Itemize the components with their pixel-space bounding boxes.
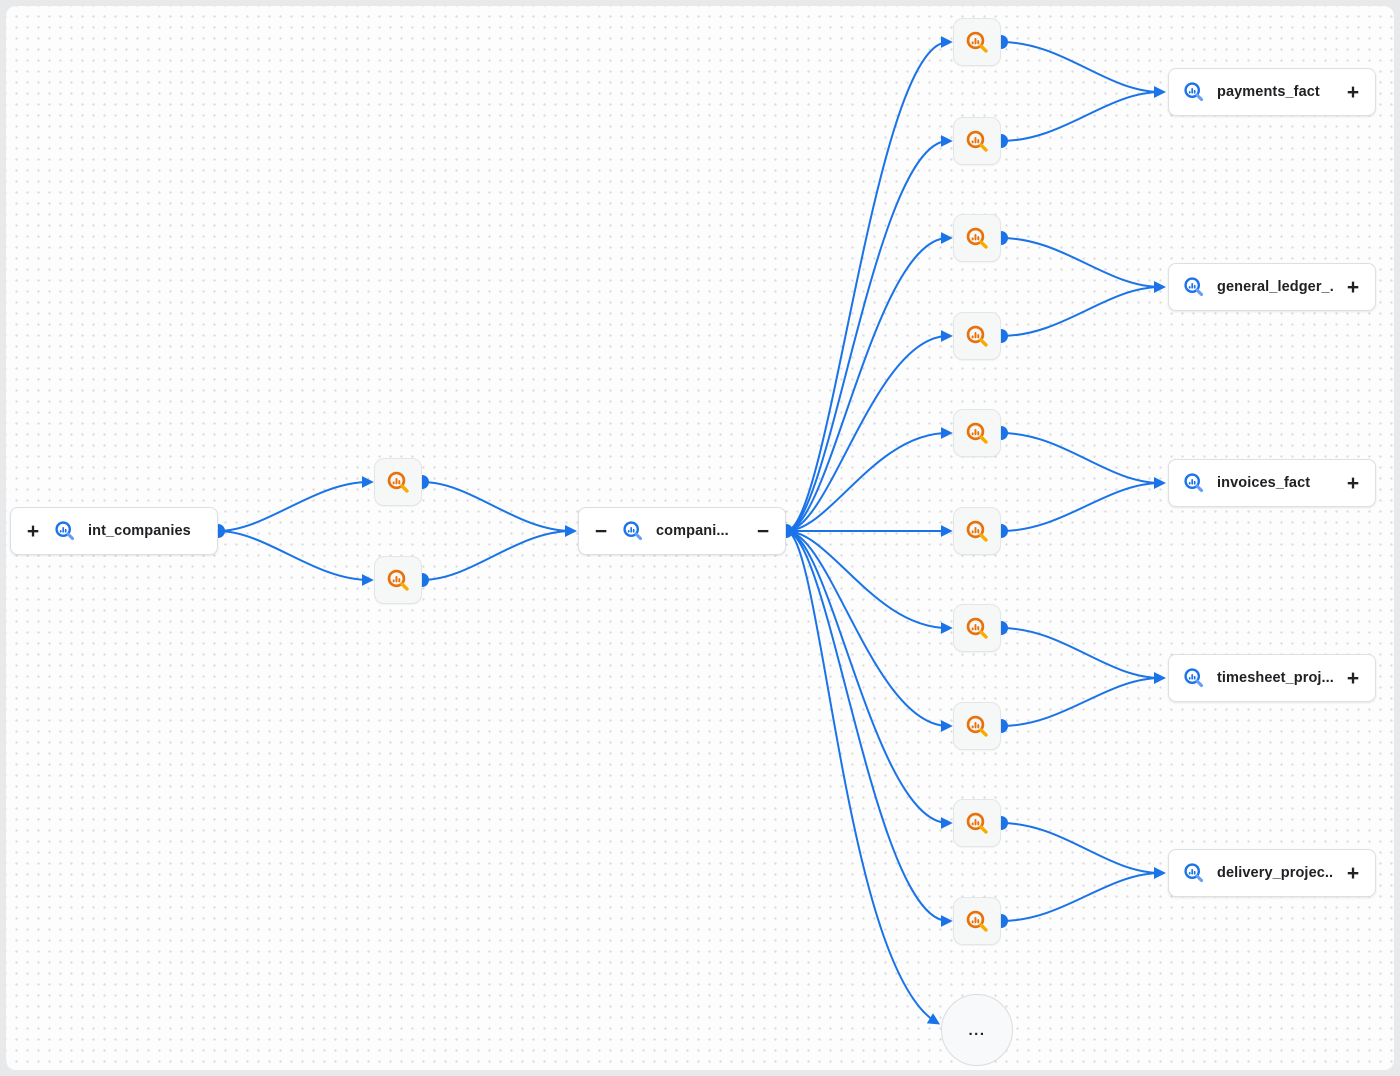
- intermediate-node[interactable]: [953, 409, 1001, 457]
- connection-dots: [211, 35, 1008, 928]
- search-chart-icon: [1182, 80, 1206, 104]
- intermediate-node[interactable]: [374, 458, 422, 506]
- node-int-companies[interactable]: + int_companies: [10, 507, 218, 555]
- intermediate-node[interactable]: [953, 312, 1001, 360]
- node-label: delivery_projec...: [1217, 865, 1333, 881]
- overflow-node[interactable]: ...: [941, 994, 1013, 1066]
- search-chart-icon: [964, 908, 991, 935]
- search-chart-icon: [621, 519, 645, 543]
- search-chart-icon: [1182, 471, 1206, 495]
- node-invoices-fact[interactable]: invoices_fact +: [1168, 459, 1376, 507]
- search-chart-icon: [964, 615, 991, 642]
- expand-downstream-button[interactable]: +: [1346, 861, 1360, 885]
- node-delivery-projects[interactable]: delivery_projec... +: [1168, 849, 1376, 897]
- node-timesheet-projects[interactable]: timesheet_proj... +: [1168, 654, 1376, 702]
- node-general-ledger[interactable]: general_ledger_... +: [1168, 263, 1376, 311]
- intermediate-node[interactable]: [953, 117, 1001, 165]
- search-chart-icon: [1182, 275, 1206, 299]
- expand-downstream-button[interactable]: +: [1346, 666, 1360, 690]
- overflow-label: ...: [968, 1021, 986, 1039]
- expand-downstream-button[interactable]: +: [1346, 471, 1360, 495]
- search-chart-icon: [385, 567, 412, 594]
- expand-downstream-button[interactable]: +: [1346, 275, 1360, 299]
- intermediate-node[interactable]: [953, 604, 1001, 652]
- node-companies[interactable]: − compani... −: [578, 507, 786, 555]
- search-chart-icon: [385, 469, 412, 496]
- node-label: timesheet_proj...: [1217, 670, 1333, 686]
- intermediate-node[interactable]: [953, 214, 1001, 262]
- search-chart-icon: [964, 29, 991, 56]
- node-label: int_companies: [88, 523, 191, 539]
- collapse-upstream-button[interactable]: −: [594, 519, 608, 543]
- intermediate-node[interactable]: [953, 18, 1001, 66]
- intermediate-node[interactable]: [953, 507, 1001, 555]
- expand-upstream-button[interactable]: +: [26, 519, 40, 543]
- search-chart-icon: [964, 128, 991, 155]
- node-label: general_ledger_...: [1217, 279, 1333, 295]
- search-chart-icon: [1182, 666, 1206, 690]
- lineage-canvas[interactable]: + int_companies − compani... −: [6, 6, 1394, 1070]
- expand-downstream-button[interactable]: +: [1346, 80, 1360, 104]
- search-chart-icon: [964, 420, 991, 447]
- search-chart-icon: [964, 323, 991, 350]
- intermediate-node[interactable]: [953, 799, 1001, 847]
- node-label: compani...: [656, 523, 729, 539]
- node-label: invoices_fact: [1217, 475, 1311, 491]
- intermediate-node[interactable]: [953, 897, 1001, 945]
- node-payments-fact[interactable]: payments_fact +: [1168, 68, 1376, 116]
- search-chart-icon: [964, 225, 991, 252]
- node-label: payments_fact: [1217, 84, 1320, 100]
- intermediate-node[interactable]: [374, 556, 422, 604]
- collapse-downstream-button[interactable]: −: [756, 519, 770, 543]
- search-chart-icon: [964, 810, 991, 837]
- search-chart-icon: [1182, 861, 1206, 885]
- search-chart-icon: [964, 713, 991, 740]
- search-chart-icon: [53, 519, 77, 543]
- search-chart-icon: [964, 518, 991, 545]
- intermediate-node[interactable]: [953, 702, 1001, 750]
